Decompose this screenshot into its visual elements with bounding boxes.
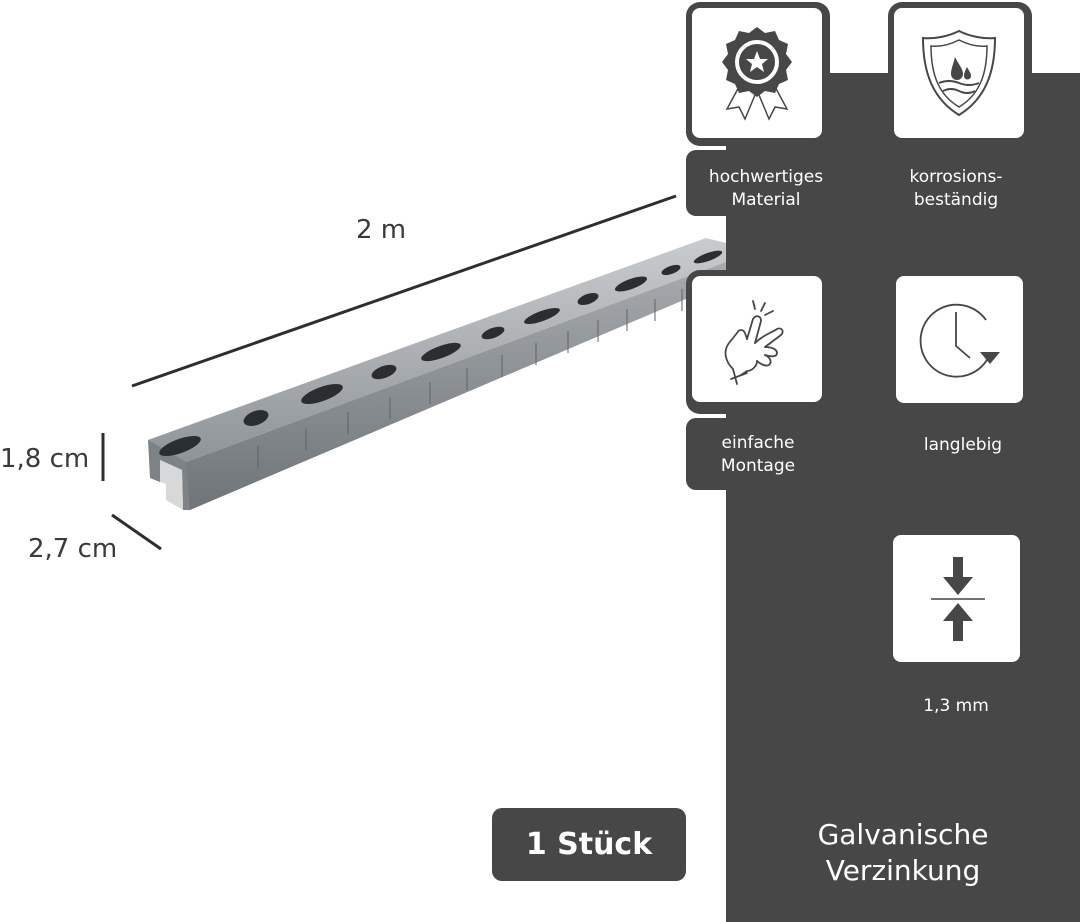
corrosion-label-line1: korrosions- (909, 167, 1003, 187)
clock-arrow-icon (919, 303, 1000, 378)
channel-rail-image (101, 194, 726, 551)
material-feature-tile (686, 2, 830, 146)
length-label: 2 m (356, 215, 407, 245)
assembly-label-line2: Montage (720, 456, 796, 476)
quantity-badge: 1 Stück (492, 808, 686, 881)
galvanized-footer: Galvanische Verzinkung (763, 817, 1043, 889)
assembly-icon-box (692, 276, 822, 402)
width-dimension-line (111, 513, 162, 551)
material-icon-box (692, 8, 822, 138)
assembly-label: einfache Montage (678, 432, 838, 478)
durable-icon-box (896, 276, 1023, 403)
width-label: 2,7 cm (28, 534, 118, 564)
material-label-line1: hochwertiges (708, 167, 824, 187)
footer-line1: Galvanische (817, 818, 989, 851)
quality-badge-icon (722, 27, 792, 121)
material-label-tab (686, 150, 826, 216)
assembly-feature-tile (686, 270, 830, 414)
durable-label: langlebig (923, 435, 1003, 455)
footer-line2: Verzinkung (825, 854, 981, 887)
corrosion-label-line2: beständig (913, 190, 999, 210)
material-label: hochwertiges Material (686, 166, 846, 212)
corrosion-feature-tile (888, 2, 1032, 146)
thickness-label: 1,3 mm (923, 696, 989, 716)
assembly-label-line1: einfache (721, 433, 795, 453)
corrosion-label: korrosions- beständig (876, 166, 1036, 212)
height-label: 1,8 cm (0, 444, 90, 474)
finger-snap-icon (724, 300, 784, 385)
length-dimension-line (131, 194, 677, 388)
thickness-arrows-icon (930, 556, 985, 641)
assembly-label-tab (686, 418, 826, 490)
corrosion-icon-box (894, 8, 1024, 138)
thickness-icon-box (893, 535, 1020, 662)
material-label-line2: Material (731, 190, 801, 210)
shield-droplet-icon (921, 29, 997, 117)
